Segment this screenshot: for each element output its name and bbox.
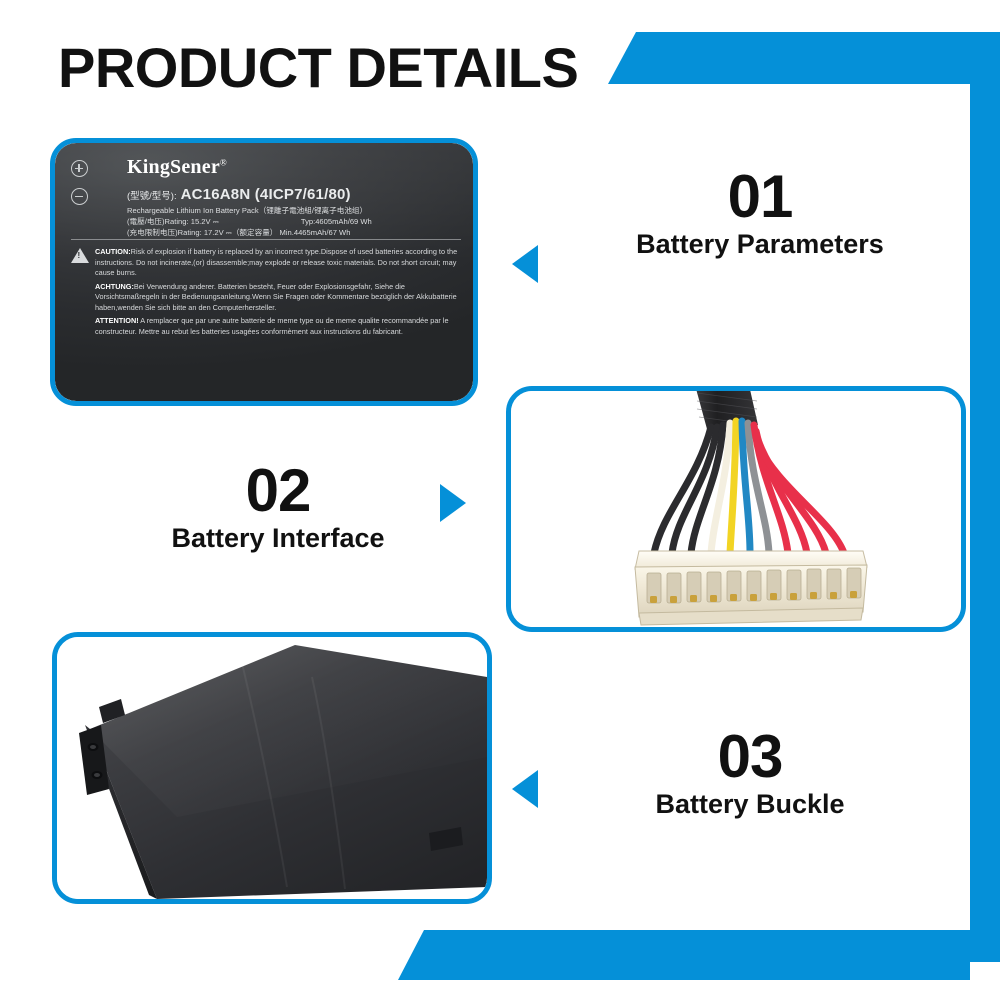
rating-row-1: (電壓/电压)Rating: 15.2V ⎓ Typ:4605mAh/69 Wh [127,217,463,228]
caution-title: CAUTION: [95,247,131,256]
rating-2-value: 17.2V ⎓（额定容量） [203,227,278,237]
frame-right-bar [970,32,1000,962]
positive-terminal-icon [71,160,88,177]
brand-name: KingSener® [127,157,227,177]
achtung-paragraph: ACHTUNG:Bei Verwendung anderer. Batterie… [95,282,463,314]
battery-label-photo: KingSener® (型號/型号): AC16A8N (4ICP7/61/80… [50,138,478,406]
frame-top-band [608,32,970,84]
battery-buckle-photo [52,632,492,904]
pack-type: Rechargeable Lithium Ion Battery Pack（锂離… [127,206,368,215]
battery-label-text: KingSener® (型號/型号): AC16A8N (4ICP7/61/80… [127,157,463,238]
battery-warning-text: CAUTION:Risk of explosion if battery is … [95,247,463,341]
rating-2-label: (充电限制电压)Rating: [127,227,202,237]
battery-body: KingSener® (型號/型号): AC16A8N (4ICP7/61/80… [55,143,473,401]
callout-02-number: 02 [245,457,312,524]
callout-03-number: 03 [717,723,784,790]
buckle-illustration [79,645,487,899]
callout-03: 03 Battery Buckle [560,723,940,820]
callout-02-caption: Battery Interface [171,523,385,553]
rating-2-capacity: Min.4465mAh/67 Wh [279,227,351,237]
battery-specs: Rechargeable Lithium Ion Battery Pack（锂離… [127,206,463,238]
attention-text: A remplacer que par une autre batterie d… [95,316,449,337]
caution-paragraph: CAUTION:Risk of explosion if battery is … [95,247,463,279]
registered-mark: ® [219,157,227,168]
achtung-text: Bei Verwendung anderer. Batterien besteh… [95,281,457,312]
page-title: PRODUCT DETAILS [58,36,579,99]
rating-1-value: 15.2V ⎓ [190,216,219,226]
callout-02: 02 Battery Interface [88,457,468,554]
caution-text: Risk of explosion if battery is replaced… [95,247,458,278]
arrow-left-icon-01 [512,245,538,283]
rating-1-label: (電壓/电压)Rating: [127,216,189,226]
negative-terminal-icon [71,188,88,205]
frame-bottom-band [398,930,970,980]
arrow-left-icon-03 [512,770,538,808]
model-number: AC16A8N (4ICP7/61/80) [180,186,351,203]
buckle-bracket [79,725,109,795]
warning-triangle-icon [71,248,89,263]
model-line: (型號/型号): AC16A8N (4ICP7/61/80) [127,186,463,203]
callout-01-number: 01 [727,163,794,230]
achtung-title: ACHTUNG: [95,281,134,291]
brand-name-text: KingSener [127,156,220,178]
connector-stage [511,391,961,627]
connector-illustration [634,391,868,626]
label-divider [71,239,461,240]
buckle-stage [57,637,487,899]
battery-connector-photo [506,386,966,632]
rating-row-2: (充电限制电压)Rating: 17.2V ⎓（额定容量） Min.4465mA… [127,228,463,239]
callout-01-caption: Battery Parameters [636,229,884,259]
callout-01: 01 Battery Parameters [560,163,960,260]
arrow-right-icon-02 [440,484,466,522]
model-prefix: (型號/型号): [127,191,177,202]
rating-1-capacity: Typ:4605mAh/69 Wh [300,216,372,226]
callout-03-caption: Battery Buckle [655,789,845,819]
attention-paragraph: ATTENTION! A remplacer que par une autre… [95,316,463,337]
battery-warning-block: CAUTION:Risk of explosion if battery is … [71,247,463,341]
attention-title: ATTENTION! [95,316,139,326]
connector-housing [634,550,868,626]
